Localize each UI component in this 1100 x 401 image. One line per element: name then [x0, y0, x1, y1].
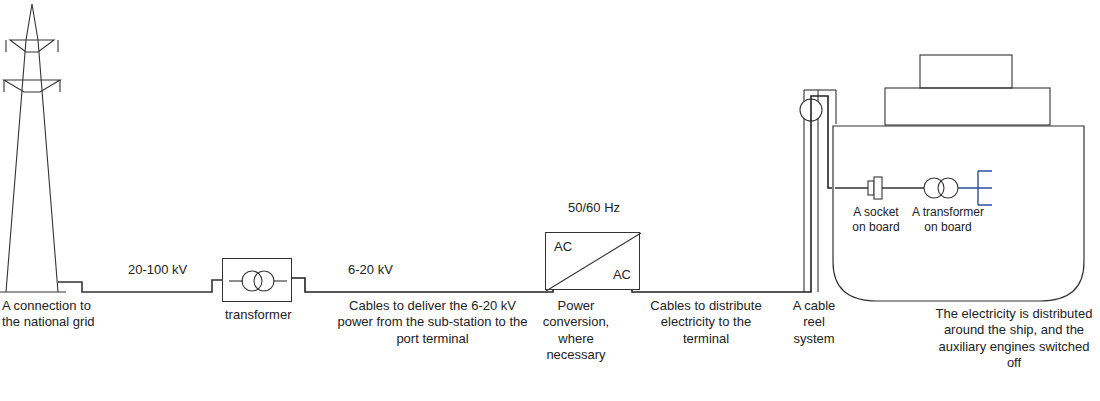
- winding-lead: [273, 280, 287, 281]
- ship-cable: [882, 187, 924, 188]
- winding: [254, 271, 274, 291]
- winding-lead: [229, 280, 243, 281]
- cable-reel: [800, 90, 836, 292]
- power-cable: [292, 278, 553, 292]
- grid-cable: [58, 280, 222, 292]
- note-label: 6-20 kV: [348, 262, 418, 278]
- winding: [242, 271, 262, 291]
- power-cable: [632, 96, 832, 292]
- note-label: The electricity is distributed around th…: [935, 306, 1093, 371]
- socket-cable: [835, 187, 868, 188]
- converter-diagonal: [546, 233, 641, 291]
- node-text: AC: [554, 239, 572, 255]
- transformer-node: transformer: [222, 258, 292, 302]
- pylon: [0, 4, 66, 292]
- node-text: A socket on board: [850, 205, 902, 235]
- transformer-symbol: [223, 259, 293, 303]
- note-label: Cables to deliver the 6-20 kV power from…: [335, 298, 530, 347]
- distribution-fork: [958, 171, 992, 205]
- hull-node: A socket on boardA transformer on board: [832, 125, 1085, 302]
- socket-symbol: [868, 181, 874, 195]
- note-label: A connection to the national grid: [2, 298, 110, 331]
- note-label: 20-100 kV: [128, 262, 208, 278]
- ship-hull: [833, 126, 1084, 301]
- node-text: AC: [613, 267, 631, 283]
- socket-symbol: [874, 177, 882, 199]
- converter-node: AC AC: [545, 232, 640, 290]
- node-text: A transformer on board: [908, 205, 988, 235]
- note-label: 50/60 Hz: [568, 200, 638, 216]
- onboard-winding: [938, 178, 958, 198]
- note-label: Power conversion, where necessary: [540, 298, 612, 363]
- node-text: transformer: [225, 307, 291, 323]
- note-label: Cables to distribute electricity to the …: [650, 298, 762, 347]
- note-label: A cable reel system: [784, 298, 844, 347]
- ship-superstructure: [885, 55, 1050, 125]
